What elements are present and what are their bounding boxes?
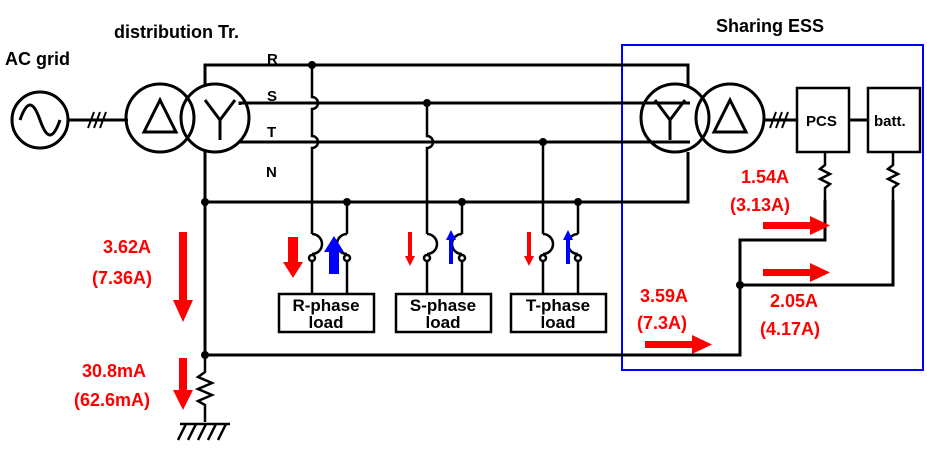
s-phase-load-arrows [405,230,456,266]
phase-s-label: S [267,88,277,105]
grid-feeder-line [68,111,128,129]
pcs-label: PCS [806,113,837,130]
neutral-current-value: 3.62A [103,237,151,257]
grounding-resistor-icon [194,355,216,422]
r-phase-load-label-2: load [309,313,344,332]
r-phase-load-box [277,292,376,334]
ess-feeder-line [764,111,868,129]
distribution-transformer-icon [124,82,251,154]
batt-label: batt. [874,113,906,130]
battery-resistor-icon [885,152,901,200]
ac-grid-source-icon [10,90,70,150]
s-phase-load-box [394,292,493,334]
ground-icon [176,422,230,441]
ess-transformer-icon [639,82,766,154]
r-phase-load-label: R-phase [292,296,359,315]
r-phase-load-arrows [283,236,344,278]
pcs-box [795,86,851,154]
t-phase-load-box [509,292,608,334]
phase-t-label: T [267,124,276,141]
t-phase-switchgear [538,232,583,294]
s-phase-switchgear [422,232,467,294]
ground-current-alt: (62.6mA) [74,390,150,410]
pcs-current-arrow [763,216,830,235]
ac-grid-label: AC grid [5,49,70,69]
pcs-current-value: 1.54A [741,167,789,187]
phase-r-label: R [267,51,278,68]
s-phase-load-label: S-phase [410,296,476,315]
neutral-label: N [266,164,277,181]
neutral-current-alt: (7.36A) [92,268,152,288]
pcs-current-alt: (3.13A) [730,195,790,215]
battery-current-arrow [763,263,830,282]
t-phase-load-label-2: load [541,313,576,332]
sharing-ess-label: Sharing ESS [716,16,824,36]
s-phase-load-label-2: load [426,313,461,332]
pcs-resistor-icon [817,152,833,200]
neutral-current-arrow [173,232,193,322]
battery-current-value: 2.05A [770,291,818,311]
ground-current-arrow [173,358,193,410]
t-phase-load-arrows [524,230,573,266]
distribution-tr-label: distribution Tr. [114,22,239,42]
t-phase-load-label: T-phase [526,296,590,315]
ess-return-current-alt: (7.3A) [637,313,687,333]
sharing-ess-boundary [621,44,924,371]
ess-return-current-arrow [645,335,712,354]
ground-current-value: 30.8mA [82,361,146,381]
battery-current-alt: (4.17A) [760,319,820,339]
load-taps [310,65,580,234]
battery-box [866,86,922,154]
ess-return-current-value: 3.59A [640,286,688,306]
